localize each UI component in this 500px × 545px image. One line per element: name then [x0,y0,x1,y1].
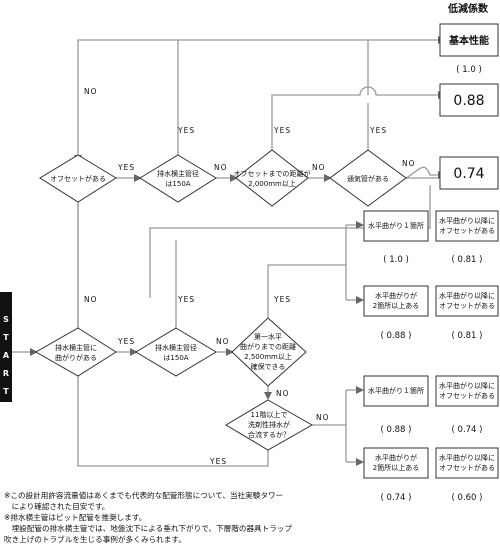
note-line-1: ※この設計用許容流量値はあくまでも代表的な配管形態について、当社実験タワー [4,491,284,500]
decision-bend-line2: 曲がりがある [55,353,97,362]
box-a1 [363,210,429,242]
label-no-floor: NO [316,413,330,422]
decision-distance [235,149,309,207]
decision-floor [225,399,314,451]
box-a3-line1: 水平曲がりが [375,291,417,300]
decision-main150-top [139,154,217,203]
box-b3-line2: 2箇所以上ある [373,463,419,472]
result-074-value: 0.74 [453,166,484,182]
label-no-bend: NO [84,295,98,304]
label-no-vent: NO [402,159,416,168]
note-line-3: ※排水横主管はピット配管を推奨します。 [4,513,147,522]
decision-main150-bottom [135,327,217,377]
result-box-088 [439,83,499,117]
start-char-t2: T [3,387,9,396]
box-b1 [363,375,429,407]
value-b2: ( 0.74 ) [452,425,483,435]
value-b3: ( 0.74 ) [381,493,412,503]
box-b2-line2: オフセットがある [439,391,495,400]
box-a2-line1: 水平曲がり以降に [439,216,495,225]
decision-main150-bottom-line2: は150A [163,354,188,362]
box-a1-text: 水平曲がり１箇所 [368,221,424,230]
start-char-t: T [3,333,9,342]
label-yes-first-bend: YES [273,295,291,304]
box-a2-line2: オフセットがある [439,226,495,235]
outcome-group-a: 水平曲がり１箇所 水平曲がり以降に オフセットがある ( 1.0 ) ( 0.8… [363,210,499,341]
result-088-value: 0.88 [453,93,484,109]
box-b1-text: 水平曲がり１箇所 [368,386,424,395]
value-a2: ( 0.81 ) [452,255,483,265]
start-char-s: S [3,315,9,324]
decision-bend [34,327,117,377]
decision-floor-line1: 11階以上で [251,410,288,419]
value-a3: ( 0.88 ) [381,331,412,341]
label-no-main150-bottom: NO [216,337,230,346]
label-no-main150: NO [214,163,228,172]
label-no-distance: NO [312,163,326,172]
value-a1: ( 1.0 ) [383,255,409,265]
decision-main150-top-line2: は150A [165,180,190,188]
footnotes: ※この設計用許容流量値はあくまでも代表的な配管形態について、当社実験タワー によ… [4,490,499,545]
start-char-a: A [3,351,10,360]
value-b1: ( 0.88 ) [381,425,412,435]
note-line-4: 埋設配管の排水横主管では、地盤沈下による垂れ下がりで、下層階の器具トラップ [4,524,293,533]
box-a4-line1: 水平曲がり以降に [439,291,495,300]
value-a4: ( 0.81 ) [452,331,483,341]
decision-main150-top-line1: 排水横主管径 [157,169,199,178]
box-a3 [363,285,429,317]
decision-main150-bottom-line1: 排水横主管径 [155,343,197,352]
label-yes-main150-bottom: YES [177,295,195,304]
decision-first-bend [231,317,307,387]
label-yes-offset: YES [117,163,135,172]
note-line-2: により確認された目安です。 [4,502,110,511]
label-yes-main150: YES [177,126,195,135]
decision-vent [329,149,407,207]
decision-offset [39,154,117,203]
decision-first-bend-line1: 第一水平 [254,332,282,341]
label-yes-vent: YES [369,126,387,135]
start-bar [0,292,12,402]
yes-no-labels: NO YES YES YES YES NO NO NO NO YES YES Y… [84,87,416,466]
result-box-basic [439,23,499,57]
decision-bend-line1: 排水横主管に [55,343,97,352]
label-yes-floor: YES [209,457,227,466]
decision-first-bend-line4: 確保できる [251,362,286,371]
box-a4-line2: オフセットがある [439,301,495,310]
result-basic-label: 基本性能 [448,34,489,47]
box-a2 [435,210,499,242]
label-no-offset: NO [84,87,98,96]
decision-vent-text: 通気管がある [347,174,389,183]
decision-floor-line3: 合流するか？ [248,430,290,439]
box-b2 [435,375,499,407]
value-b4: ( 0.60 ) [452,493,483,503]
decision-floor-line2: 洗剤性排水が [248,420,290,429]
box-b2-line1: 水平曲がり以降に [439,381,495,390]
result-box-074 [439,156,499,190]
box-b4-line2: オフセットがある [439,463,495,472]
label-yes-distance: YES [273,126,291,135]
box-a3-line2: 2箇所以上ある [373,301,419,310]
decision-distance-line2: 2,000mm以上 [248,179,296,188]
box-b4-line1: 水平曲がり以降に [439,453,495,462]
label-yes-bend: YES [117,337,135,346]
box-b3 [363,447,429,479]
box-a4 [435,285,499,317]
label-no-first-bend: NO [276,389,290,398]
decision-first-bend-line2: 曲がりまでの距離 [240,342,296,351]
decision-offset-text: オフセットがある [50,174,106,183]
box-b4 [435,447,499,479]
result-basic-value: ( 1.0 ) [456,65,482,75]
decision-first-bend-line3: 2,500mm以上 [244,352,292,361]
start-char-r: R [3,369,9,378]
outcome-group-b: 水平曲がり１箇所 水平曲がり以降に オフセットがある ( 0.88 ) ( 0.… [363,375,499,503]
decision-distance-line1: オフセットまでの距離が [234,169,311,178]
header-reduction-coefficient: 低減係数 [447,2,489,15]
note-line-5: 吹き上げのトラブルを生じる事例が多くみられます。 [4,535,186,544]
box-b3-line1: 水平曲がりが [375,453,417,462]
